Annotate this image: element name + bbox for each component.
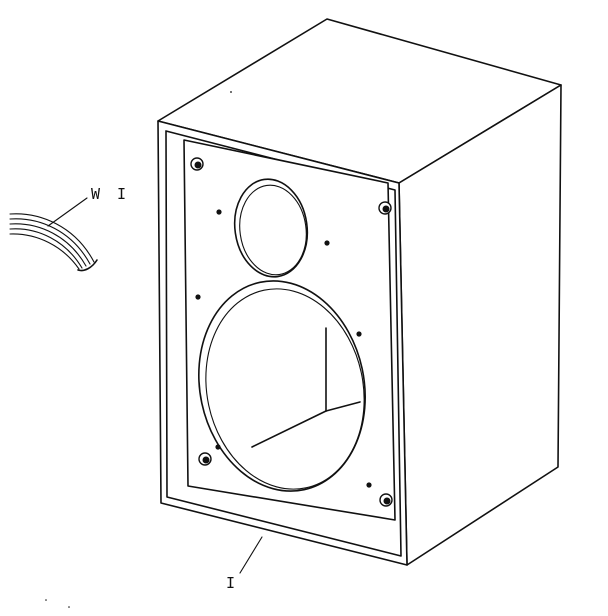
- screw-hole-woofer-left: [195, 294, 201, 300]
- woofer-hole-outer: [198, 280, 366, 492]
- woofer-opening: [198, 280, 366, 492]
- mounting-hole-bottom-left: [198, 452, 212, 466]
- mounting-holes: [190, 157, 393, 507]
- speck-bottom-left: [45, 599, 47, 601]
- tweeter-opening: [233, 178, 309, 278]
- top-speck: [230, 91, 232, 93]
- interior-floor-edge-right: [325, 401, 361, 412]
- callout-wire-label: W I: [91, 185, 130, 203]
- screw-hole-woofer-bottom-right: [366, 482, 372, 488]
- tweeter-hole-outer: [233, 178, 309, 278]
- mounting-hole-bottom-right: [379, 493, 393, 507]
- callout-cabinet-leader: [239, 536, 263, 574]
- callout-wire: W I: [47, 185, 130, 227]
- screw-hole-tweeter-right: [324, 240, 330, 246]
- tweeter-hole-inner: [239, 184, 307, 276]
- cabinet: [157, 18, 562, 566]
- woofer-hole-inner: [205, 288, 365, 490]
- wire-bundle: [9, 213, 98, 272]
- speck-bottom-mid: [68, 606, 70, 608]
- screw-hole-woofer-bottom-left: [215, 444, 221, 450]
- callout-cabinet-label: I: [226, 574, 239, 592]
- screw-hole-tweeter-left: [216, 209, 222, 215]
- callout-cabinet: I: [226, 536, 263, 592]
- callout-wire-leader: [47, 197, 88, 227]
- mounting-hole-top-left: [190, 157, 204, 171]
- screw-hole-woofer-right: [356, 331, 362, 337]
- mounting-hole-top-right: [378, 201, 392, 215]
- interior-floor-edge-left: [251, 410, 327, 448]
